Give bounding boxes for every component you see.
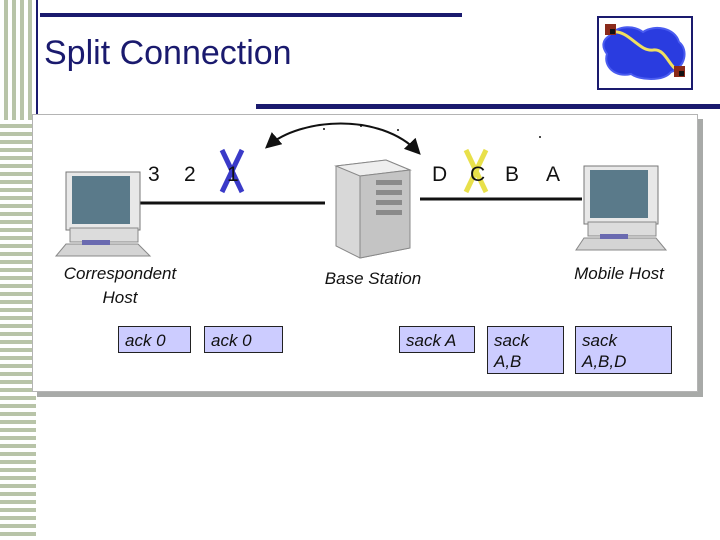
correspondent-host-line1: Correspondent <box>63 264 177 283</box>
correspondent-host-label: Correspondent Host <box>40 262 200 310</box>
mobile-host-label: Mobile Host <box>574 264 664 283</box>
mid-rule <box>256 104 720 109</box>
packet-label: D <box>432 163 448 186</box>
ack-box-line: A,B <box>494 352 522 371</box>
packet-label: C <box>470 163 486 186</box>
ack-box: sack A <box>399 326 475 353</box>
decorative-stripes-top <box>0 0 36 120</box>
server-icon <box>334 159 412 259</box>
ack-box: ack 0 <box>204 326 283 353</box>
ack-box-line: sack <box>582 331 617 350</box>
top-rule <box>40 13 462 17</box>
split-arrow <box>264 122 421 155</box>
slide-title: Split Connection <box>44 34 292 72</box>
packet-label: A <box>546 163 561 186</box>
ack-box: sack A,B <box>487 326 564 374</box>
base-station-label: Base Station <box>324 269 422 288</box>
network-logo-icon <box>597 16 693 90</box>
packet-label: 3 <box>148 163 160 186</box>
packet-label: B <box>505 163 520 186</box>
ack-box: ack 0 <box>118 326 191 353</box>
packet-label: 2 <box>184 163 196 186</box>
drop-x-icon <box>219 148 245 194</box>
ack-box: sack A,B,D <box>575 326 672 374</box>
computer-icon <box>575 165 668 251</box>
correspondent-host-line2: Host <box>102 288 138 307</box>
drop-x-icon <box>463 148 489 194</box>
ack-box-line: sack <box>494 331 529 350</box>
packet-label: 1 <box>227 163 239 186</box>
computer-icon <box>54 171 152 257</box>
ack-box-line: A,B,D <box>582 352 627 371</box>
decor-line <box>36 0 38 118</box>
